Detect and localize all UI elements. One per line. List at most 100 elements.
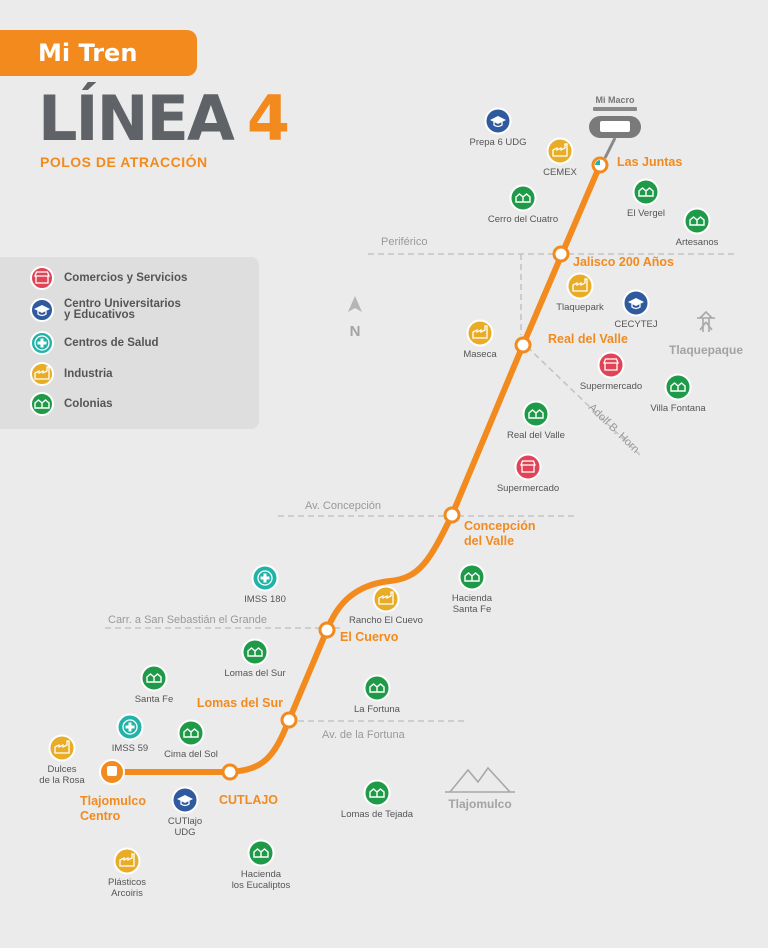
- mariachi-icon: [697, 310, 715, 332]
- station-real-del-valle: [514, 336, 532, 354]
- road-label-av-fortuna: Av. de la Fortuna: [322, 729, 406, 741]
- poi-la-fortuna: La Fortuna: [354, 674, 401, 715]
- station-label-el-cuervo: El Cuervo: [340, 630, 399, 644]
- city-label-tlajomulco: Tlajomulco: [448, 797, 511, 811]
- houses-icon: [528, 409, 544, 419]
- station-label-concepcion-del-valle: Concepción: [464, 519, 536, 533]
- poi-label: Santa Fe: [135, 694, 174, 705]
- poi-label: IMSS 180: [244, 594, 286, 605]
- poi-label-line2: Arcoiris: [111, 888, 143, 899]
- station-label-cutlajo: CUTLAJO: [219, 793, 278, 807]
- transfer-icon: [595, 160, 600, 165]
- legend-label: Comercios y Servicios: [64, 271, 188, 284]
- poi-label: CUTlajo: [168, 816, 202, 827]
- north-arrow-icon: [348, 296, 362, 312]
- poi-label: La Fortuna: [354, 704, 401, 715]
- poi-label: CECYTEJ: [614, 319, 658, 330]
- medical-cross-icon: [257, 570, 273, 586]
- poi-villa-fontana: Villa Fontana: [650, 373, 706, 414]
- poi-supermercado-1: Supermercado: [580, 351, 642, 392]
- poi-label: Cerro del Cuatro: [488, 214, 558, 225]
- poi-maseca: Maseca: [463, 319, 497, 360]
- factory-icon: [472, 325, 488, 339]
- factory-icon: [30, 362, 54, 386]
- poi-cerro-cuatro: Cerro del Cuatro: [488, 184, 558, 225]
- mi-macro-bar: [593, 107, 637, 111]
- houses-icon: [369, 788, 385, 798]
- road-label-carr-san-sebastian: Carr. a San Sebastián el Grande: [108, 614, 267, 626]
- poi-tlaquepark: Tlaquepark: [556, 272, 604, 313]
- houses-icon: [638, 187, 654, 197]
- store-icon: [603, 358, 619, 371]
- factory-icon: [552, 143, 568, 157]
- poi-santa-fe: Santa Fe: [135, 664, 174, 705]
- legend-item-industria: Industria: [30, 362, 113, 386]
- poi-label-line2: de la Rosa: [39, 775, 85, 786]
- poi-label: Plásticos: [108, 877, 146, 888]
- poi-lomas-tejada: Lomas de Tejada: [341, 779, 414, 820]
- station-label-concepcion-del-valle-line2: del Valle: [464, 534, 514, 548]
- poi-label: Supermercado: [497, 483, 559, 494]
- road-label-periferico: Periférico: [381, 236, 427, 248]
- poi-label: Cima del Sol: [164, 749, 218, 760]
- houses-icon: [670, 382, 686, 392]
- station-label-real-del-valle: Real del Valle: [548, 332, 628, 346]
- graduation-cap-icon: [177, 795, 193, 807]
- poi-real-del-valle-col: Real del Valle: [507, 400, 565, 441]
- legend-label-line1: Centro Universitarios: [64, 298, 181, 310]
- houses-icon: [247, 647, 263, 657]
- line-4-route: [109, 162, 603, 775]
- factory-icon: [572, 278, 588, 292]
- poi-cemex: CEMEX: [543, 137, 578, 178]
- city-label-tlaquepaque: Tlaquepaque: [669, 343, 743, 357]
- station-label-jalisco-200: Jalisco 200 Años: [573, 255, 674, 269]
- title-main: LÍNEA: [38, 82, 235, 155]
- houses-icon: [689, 216, 705, 226]
- station-label-las-juntas: Las Juntas: [617, 155, 682, 169]
- poi-label: Maseca: [463, 349, 497, 360]
- poi-prepa6: Prepa 6 UDG: [469, 107, 527, 148]
- legend-label: Industria: [64, 367, 113, 380]
- graduation-cap-icon: [30, 298, 54, 322]
- poi-label: Lomas de Tejada: [341, 809, 414, 820]
- legend-item-salud: Centros de Salud: [30, 331, 159, 355]
- station-label-lomas-del-sur: Lomas del Sur: [197, 696, 283, 710]
- houses-icon: [253, 848, 269, 858]
- transfer-connector: [603, 137, 617, 159]
- poi-label-line2: Santa Fe: [453, 604, 492, 615]
- poi-label: CEMEX: [543, 167, 577, 178]
- poi-label-line2: UDG: [174, 827, 195, 838]
- legend-item-comercio: Comercios y Servicios: [30, 266, 187, 290]
- poi-label: Dulces: [47, 764, 76, 775]
- poi-label: Artesanos: [676, 237, 719, 248]
- poi-rancho-cuevo: Rancho El Cuevo: [349, 585, 423, 626]
- station-el-cuervo: [318, 621, 336, 639]
- bus-body: [600, 121, 630, 132]
- station-jalisco-200: [552, 245, 570, 263]
- road-adolf-horn: [519, 339, 641, 456]
- poi-label: Prepa 6 UDG: [469, 137, 526, 148]
- houses-icon: [369, 683, 385, 693]
- road-label-av-concepcion: Av. Concepción: [305, 500, 381, 512]
- houses-icon: [146, 673, 162, 683]
- houses-icon: [464, 572, 480, 582]
- station-label-tlajomulco-centro-line2: Centro: [80, 809, 121, 823]
- poi-label: Supermercado: [580, 381, 642, 392]
- factory-icon: [378, 591, 394, 605]
- compass-north-label: N: [350, 323, 361, 340]
- train-icon: [107, 766, 117, 776]
- factory-icon: [119, 853, 135, 867]
- store-icon: [30, 266, 54, 290]
- medical-cross-icon: [30, 331, 54, 355]
- road-label-adolf-horn: Adolf B. Horn: [586, 402, 641, 456]
- poi-label: Rancho El Cuevo: [349, 615, 423, 626]
- poi-label: Tlaquepark: [556, 302, 604, 313]
- graduation-cap-icon: [490, 116, 506, 128]
